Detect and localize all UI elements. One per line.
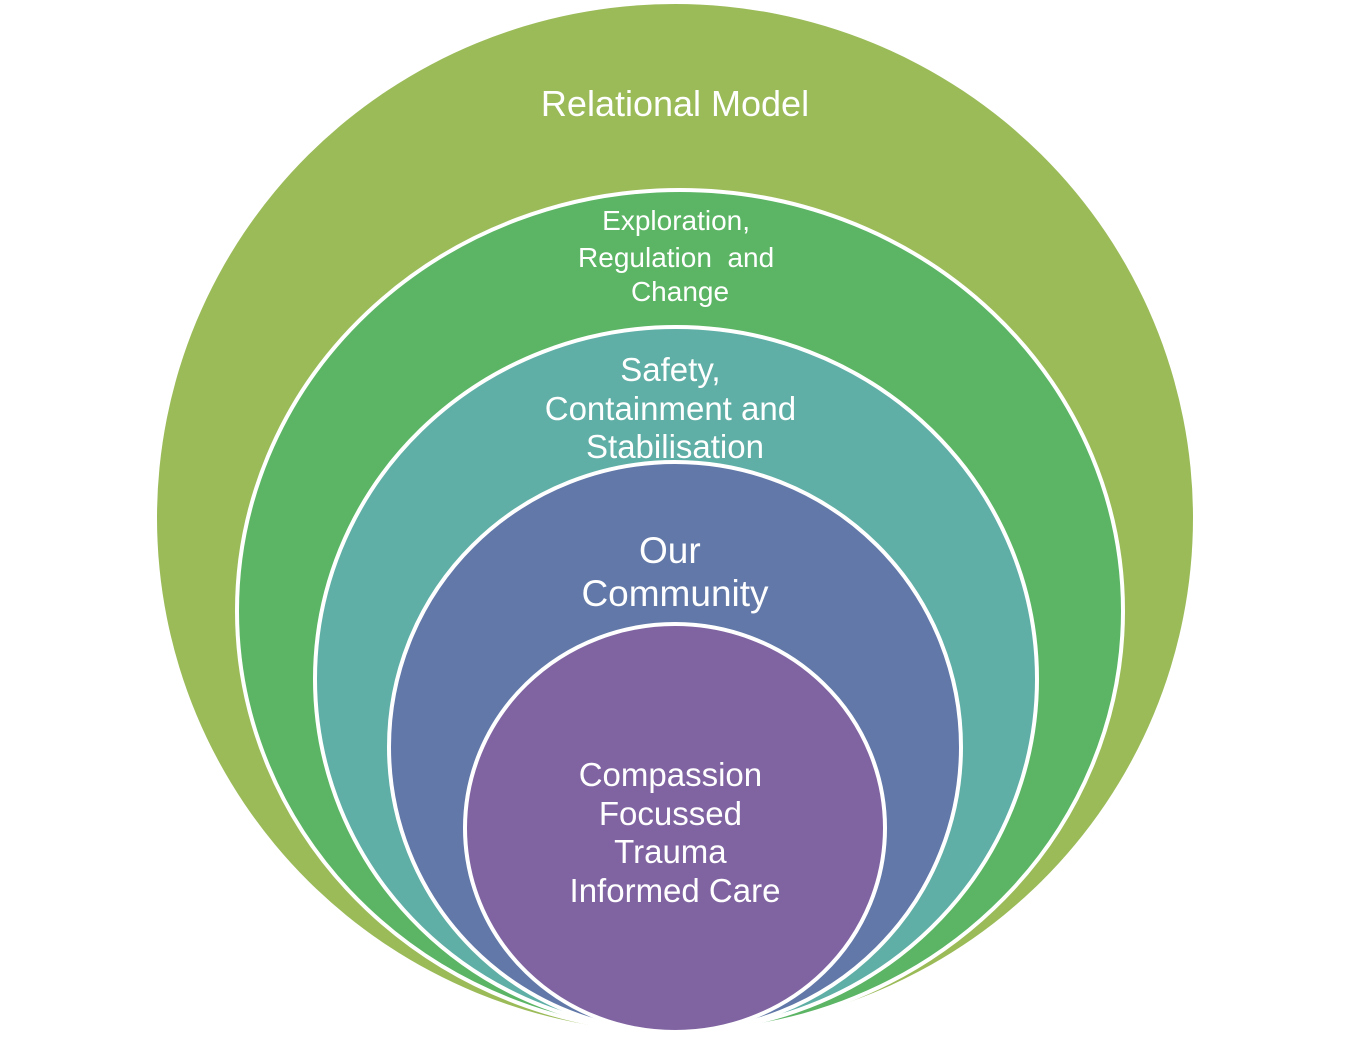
exploration-label: Exploration, Regulation and Change	[578, 205, 782, 307]
compassion-line-4: Informed Care	[570, 872, 781, 909]
compassion-line-3: Trauma	[614, 833, 727, 870]
safety-label: Safety, Containment and Stabilisation	[545, 351, 806, 465]
our-community-line-1: Our	[639, 530, 701, 571]
exploration-line-1: Exploration,	[602, 205, 750, 236]
exploration-line-2: Regulation and	[578, 242, 774, 273]
our-community-label: Our Community	[581, 530, 769, 614]
compassion-circle	[463, 622, 887, 1034]
relational-model-label: Relational Model	[541, 83, 809, 124]
compassion-line-1: Compassion	[579, 756, 762, 793]
our-community-line-2: Community	[581, 573, 769, 614]
safety-line-1: Safety,	[620, 351, 720, 388]
safety-line-2: Containment and	[545, 390, 796, 427]
relational-model-line: Relational Model	[541, 83, 809, 124]
compassion-label: Compassion Focussed Trauma Informed Care	[570, 756, 781, 909]
exploration-line-3: Change	[631, 276, 729, 307]
compassion-line-2: Focussed	[599, 795, 742, 832]
safety-line-3: Stabilisation	[586, 428, 764, 465]
